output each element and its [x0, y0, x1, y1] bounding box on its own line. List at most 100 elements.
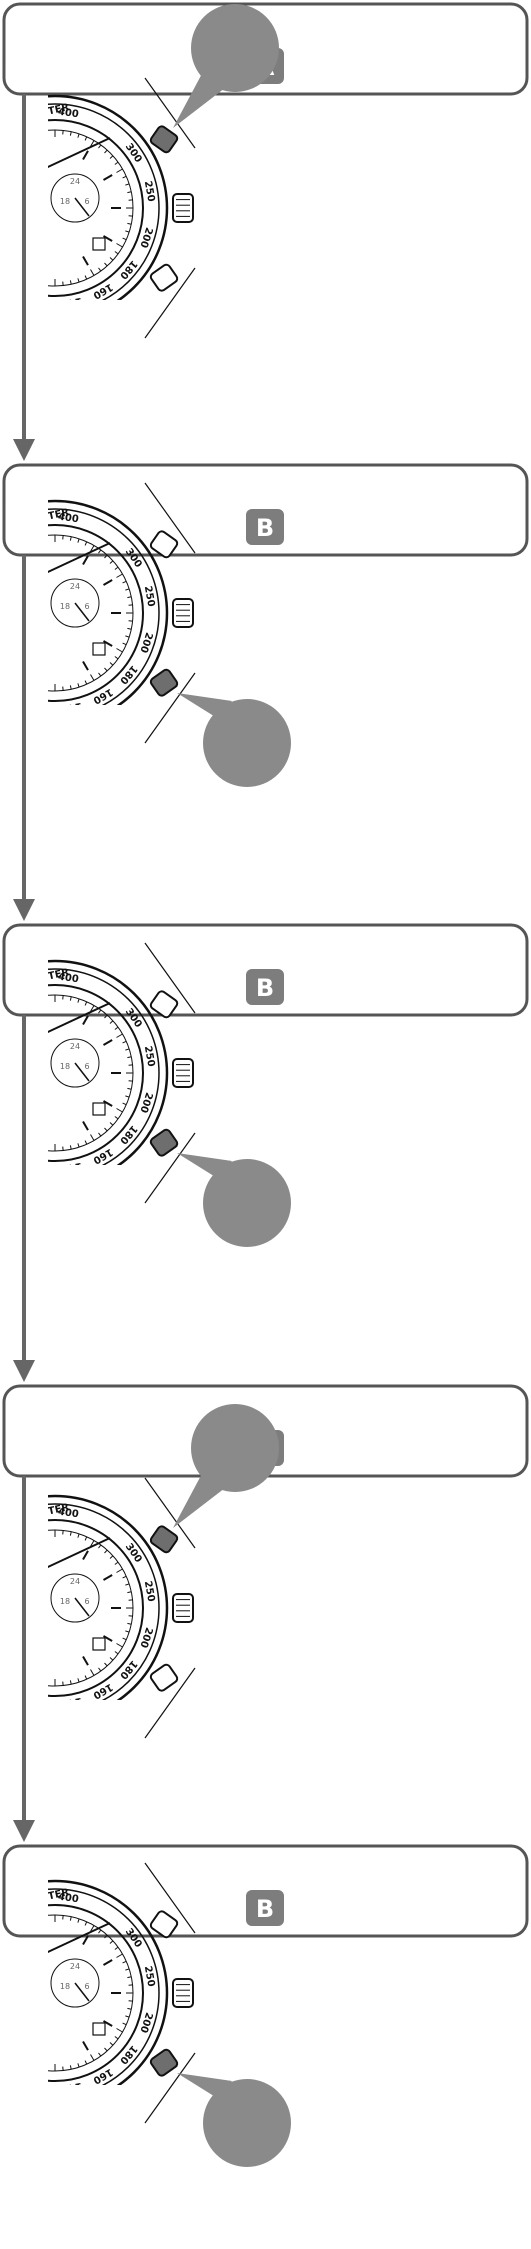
hour-index — [102, 1574, 113, 1581]
hour-index — [82, 255, 89, 266]
crown — [172, 1593, 194, 1623]
hour-index — [102, 579, 113, 586]
upper-pusher-a — [149, 990, 179, 1019]
watch-hand — [48, 1002, 111, 1034]
hour-index — [102, 1039, 113, 1046]
subdial-number: 24 — [70, 1962, 80, 1971]
lower-pusher-b — [149, 1663, 179, 1692]
bezel-number: 300 — [123, 1542, 144, 1565]
crown — [172, 1978, 194, 2008]
lower-pusher-b — [149, 263, 179, 292]
bezel-number: 140 — [60, 2080, 83, 2094]
watch-hand — [48, 1537, 111, 1569]
callout-pointer — [173, 68, 225, 128]
crown — [172, 598, 194, 628]
hour-index — [102, 235, 113, 242]
bezel-number: 160 — [91, 1146, 115, 1166]
button-badge — [246, 969, 284, 1005]
callout-pointer — [173, 1468, 225, 1528]
upper-pusher-a — [149, 125, 179, 154]
lower-pusher-b — [149, 1128, 179, 1157]
watch-bezel — [48, 984, 144, 1162]
watch-bezel — [48, 524, 144, 702]
subdial-hand — [74, 197, 90, 217]
hour-index — [102, 1959, 113, 1966]
hour-index — [102, 640, 113, 647]
bezel-number: 180 — [117, 258, 139, 281]
subdial-hand — [74, 1062, 90, 1082]
date-window — [92, 1637, 106, 1651]
hour-index — [82, 1015, 89, 1026]
hour-index — [102, 174, 113, 181]
hour-index — [102, 1100, 113, 1107]
crown — [172, 1058, 194, 1088]
bezel-number: 250 — [142, 1045, 156, 1068]
upper-pusher-a — [149, 1525, 179, 1554]
watch-bezel — [48, 1519, 144, 1697]
step-1: A500400300250200180160140120METER24186 — [2, 2, 529, 339]
subdial — [50, 1958, 100, 2008]
button-label: B — [256, 514, 274, 542]
subdial-number: 24 — [70, 582, 80, 591]
date-window — [92, 2022, 106, 2036]
flow-arrowhead — [13, 1820, 35, 1842]
bezel-number: 120 — [31, 2081, 53, 2095]
press-callout — [191, 4, 279, 92]
hour-index — [102, 1635, 113, 1642]
callout-pointer — [177, 693, 232, 718]
bezel-number: 400 — [57, 1507, 79, 1521]
callout-pointer — [177, 2073, 232, 2098]
hour-index — [82, 150, 89, 161]
subdial-number: 6 — [84, 1062, 89, 1071]
bezel-number: 300 — [123, 142, 144, 165]
subdial — [50, 1038, 100, 1088]
bezel-number: 160 — [91, 281, 115, 301]
bezel-number: 400 — [57, 1892, 79, 1906]
lower-pusher-b — [149, 2048, 179, 2077]
subdial-number: 24 — [70, 1577, 80, 1586]
bezel-number: 180 — [117, 663, 139, 686]
bezel-number: 120 — [31, 1696, 53, 1710]
bezel-number: 120 — [31, 1161, 53, 1175]
date-window — [92, 642, 106, 656]
upper-pusher-a — [149, 530, 179, 559]
watch-bezel — [48, 119, 144, 297]
watch-hand — [48, 542, 111, 574]
hour-index — [82, 2040, 89, 2051]
watch-bezel — [48, 1904, 144, 2082]
button-label: B — [256, 1895, 274, 1923]
bezel-number: 120 — [31, 701, 53, 715]
watch-case — [48, 1879, 169, 2085]
hour-index — [82, 1935, 89, 1946]
bezel-number: 500 — [24, 107, 47, 122]
bezel-number: 250 — [142, 180, 156, 203]
subdial — [50, 578, 100, 628]
bezel-number: 400 — [57, 972, 79, 986]
step-3: B500400300250200180160140120METER24186 — [2, 923, 529, 1247]
subdial-hand — [74, 1597, 90, 1617]
upper-pusher-a — [149, 1910, 179, 1939]
bezel-number: 500 — [24, 1507, 47, 1522]
subdial-number: 6 — [84, 1982, 89, 1991]
press-callout — [191, 1404, 279, 1492]
button-badge — [246, 1890, 284, 1926]
press-callout — [203, 1159, 291, 1247]
watch-case — [48, 1494, 169, 1700]
subdial-number: 18 — [60, 1982, 70, 1991]
bezel-number: 140 — [60, 1160, 83, 1174]
subdial-number: 24 — [70, 177, 80, 186]
date-window — [92, 237, 106, 251]
button-label: B — [256, 974, 274, 1002]
hour-index — [82, 1120, 89, 1131]
step-2: B500400300250200180160140120METER24186 — [2, 463, 529, 787]
hour-index — [82, 1655, 89, 1666]
bezel-number: 160 — [91, 2066, 115, 2086]
press-callout — [203, 2079, 291, 2167]
subdial — [50, 1573, 100, 1623]
subdial — [50, 173, 100, 223]
watch-hand — [48, 1922, 111, 1954]
watch-case — [48, 94, 169, 300]
flow-arrowhead — [13, 439, 35, 461]
